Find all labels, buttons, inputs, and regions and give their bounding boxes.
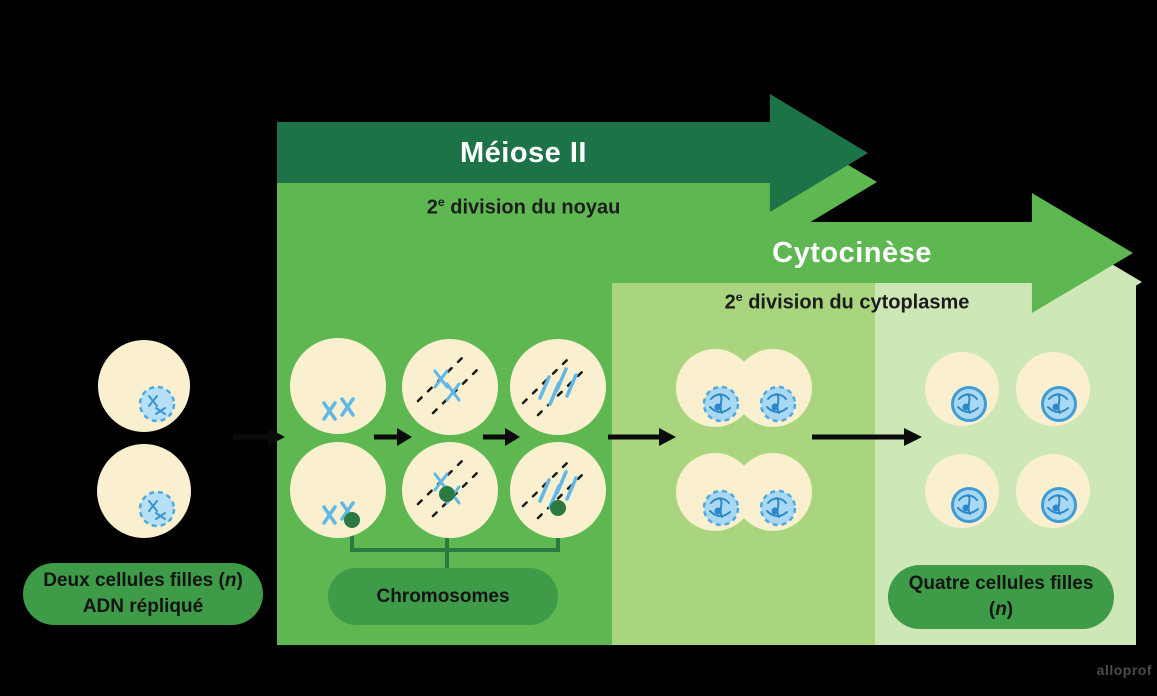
- nucleus: [951, 386, 1077, 523]
- cell: [97, 444, 191, 538]
- label-line2: (n): [988, 599, 1014, 620]
- cell: [290, 442, 386, 538]
- flow-arrow-icon: [233, 428, 922, 446]
- cytokinesis-title: Cytocinèse: [772, 237, 932, 269]
- subtitle-sup: e: [437, 195, 445, 209]
- chromatin: [709, 393, 788, 518]
- subtitle-base: 2: [426, 196, 438, 219]
- cytokinesis-subtitle: 2e division du cytoplasme: [612, 290, 1082, 315]
- label-four-daughter-cells: Quatre cellules filles (n): [888, 565, 1114, 629]
- alloprof-watermark: alloprof: [1096, 662, 1152, 678]
- daughter-cells-final: [925, 352, 1090, 528]
- label-line1: Chromosomes: [376, 585, 510, 607]
- label-line1: Deux cellules filles (n): [43, 570, 243, 591]
- prophase2-cells: [290, 338, 386, 538]
- cell: [98, 340, 190, 432]
- subtitle-rest: division du cytoplasme: [742, 291, 970, 314]
- chromosome-icon: [148, 395, 166, 520]
- cell: [290, 338, 386, 434]
- subtitle-base: 2: [724, 291, 736, 314]
- chromosome-icon: [322, 397, 355, 525]
- label-line2: ADN répliqué: [82, 596, 204, 617]
- chromatin: [957, 393, 1069, 515]
- label-two-daughter-cells: Deux cellules filles (n) ADN répliqué: [23, 563, 263, 625]
- spindle-fiber-icon: [521, 358, 584, 520]
- subtitle-rest: division du noyau: [444, 196, 621, 219]
- callout-dot: [344, 486, 566, 528]
- daughter-cells-start: [97, 340, 191, 538]
- meiosis-subtitle: 2e division du noyau: [277, 195, 770, 220]
- dividing-cell-pairs: [676, 349, 812, 531]
- label-line1: Quatre cellules filles: [908, 573, 1094, 594]
- subtitle-sup: e: [735, 290, 743, 304]
- label-chromosomes: Chromosomes: [328, 568, 558, 625]
- anaphase2-cells: [510, 339, 606, 538]
- cytokinesis-panel: [612, 283, 875, 645]
- chromosome-icon: [538, 367, 578, 509]
- meiosis-title: Méiose II: [460, 137, 587, 169]
